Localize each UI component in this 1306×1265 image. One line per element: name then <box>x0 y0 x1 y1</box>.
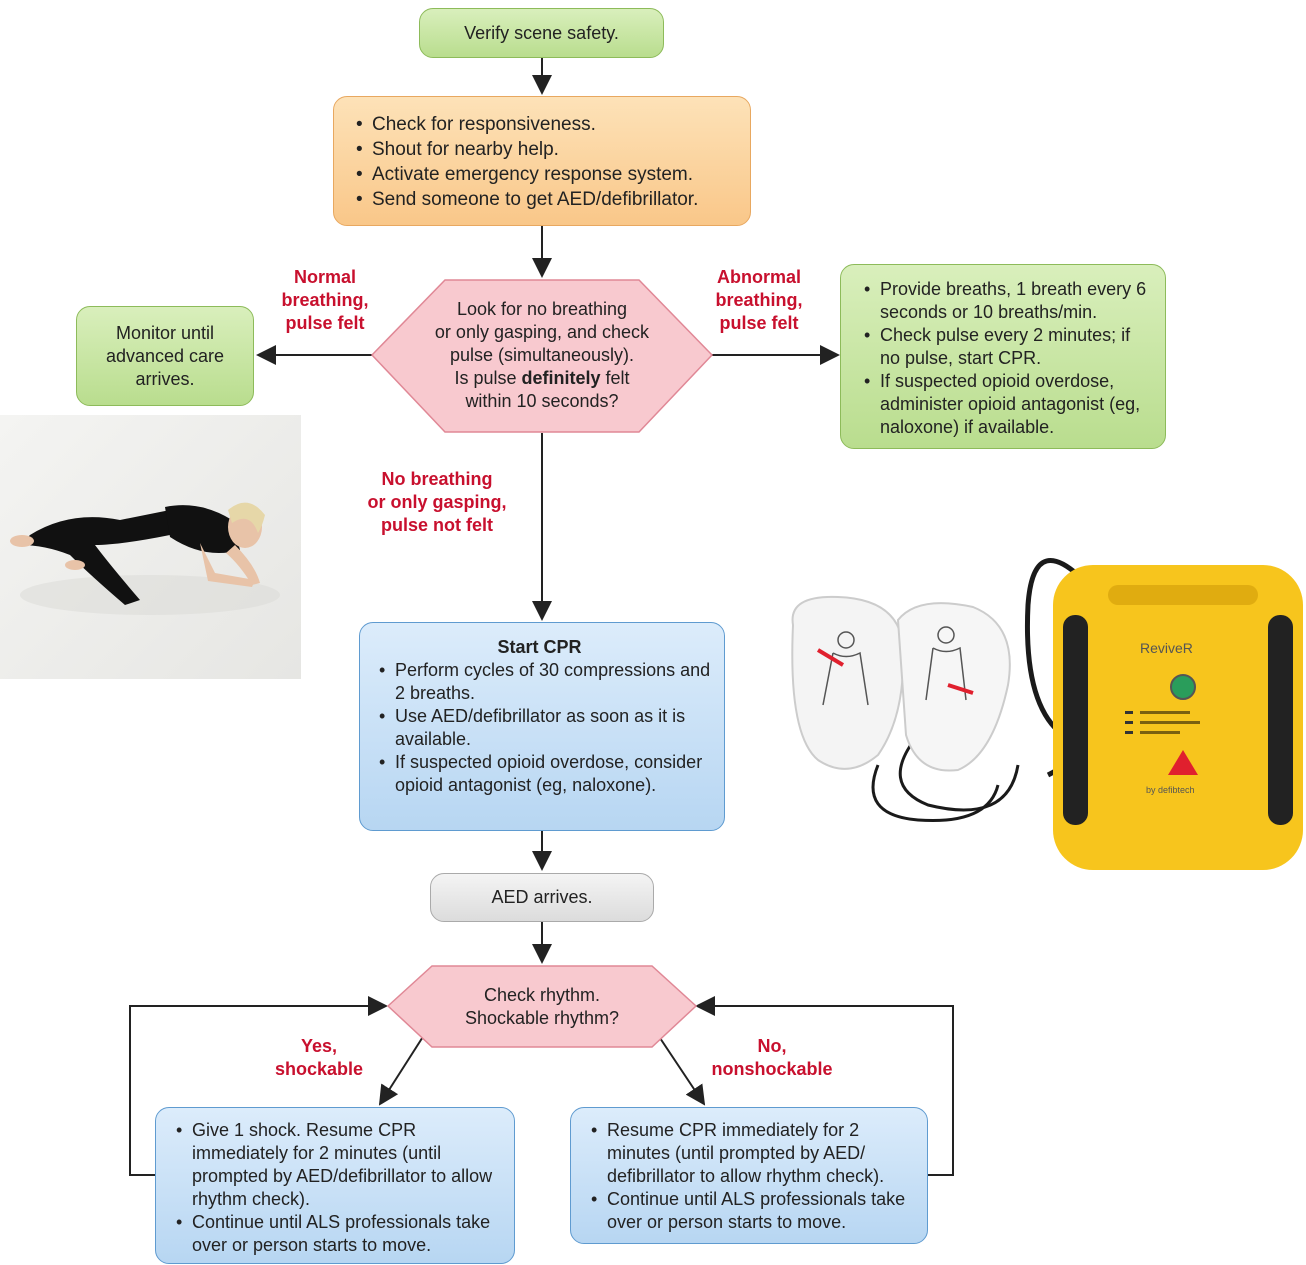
verify-scene-box: Verify scene safety. <box>419 8 664 58</box>
provide-breaths-box: Provide breaths, 1 breath every 6 second… <box>840 264 1166 449</box>
aed-arrives-text: AED arrives. <box>491 887 593 907</box>
list-item: Continue until ALS professionals take ov… <box>176 1211 506 1257</box>
list-item: Shout for nearby help. <box>356 137 740 162</box>
list-item: Send someone to get AED/defibrillator. <box>356 187 740 212</box>
list-item: Activate emergency response system. <box>356 162 740 187</box>
aed-brand-text: ReviveR <box>1140 640 1193 656</box>
list-item: If suspected opioid overdose, administer… <box>864 370 1155 439</box>
cpr-title: Start CPR <box>497 637 582 657</box>
question-line: Is pulse definitely felt <box>454 368 630 388</box>
noshock-list: Resume CPR immediately for 2 minutes (un… <box>587 1119 919 1234</box>
label-shockable: Yes,shockable <box>274 1036 364 1079</box>
question-line: within 10 seconds? <box>465 391 619 411</box>
shock-list: Give 1 shock. Resume CPR immediately for… <box>172 1119 506 1257</box>
list-item: Check for responsiveness. <box>356 112 740 137</box>
aed-arrives-box: AED arrives. <box>430 873 654 922</box>
monitor-text: Monitor until advanced care arrives. <box>105 322 225 389</box>
list-item: Provide breaths, 1 breath every 6 second… <box>864 278 1155 324</box>
check-list: Check for responsiveness. Shout for near… <box>352 112 740 212</box>
list-item: Continue until ALS professionals take ov… <box>591 1188 919 1234</box>
label-nonshockable: No,nonshockable <box>711 1036 833 1079</box>
decision-hexagon-rhythm <box>386 965 698 1048</box>
question-line: or only gasping, and check <box>434 322 650 342</box>
rhythm-check-question: Check rhythm. Shockable rhythm? <box>430 984 654 1030</box>
list-item: Perform cycles of 30 compressions and 2 … <box>379 659 714 705</box>
verify-scene-text: Verify scene safety. <box>464 22 619 43</box>
check-responsiveness-box: Check for responsiveness. Shout for near… <box>333 96 751 226</box>
resume-cpr-box: Resume CPR immediately for 2 minutes (un… <box>570 1107 928 1244</box>
aed-defibrillator-photo: ReviveR by defibtech <box>778 535 1306 875</box>
start-cpr-box: Start CPR Perform cycles of 30 compressi… <box>359 622 725 831</box>
list-item: Check pulse every 2 minutes; if no pulse… <box>864 324 1155 370</box>
monitor-box: Monitor until advanced care arrives. <box>76 306 254 406</box>
aed-maker-text: by defibtech <box>1146 785 1195 795</box>
question-line: Check rhythm. <box>483 985 601 1005</box>
list-item: If suspected opioid overdose, consider o… <box>379 751 714 797</box>
pulse-check-question: Look for no breathing or only gasping, a… <box>410 298 674 413</box>
provide-list: Provide breaths, 1 breath every 6 second… <box>860 278 1155 439</box>
list-item: Resume CPR immediately for 2 minutes (un… <box>591 1119 919 1188</box>
list-item: Use AED/defibrillator as soon as it is a… <box>379 705 714 751</box>
question-line: Look for no breathing <box>456 299 628 319</box>
cpr-list: Perform cycles of 30 compressions and 2 … <box>375 659 714 797</box>
question-line: pulse (simultaneously). <box>449 345 635 365</box>
recovery-position-photo <box>0 415 301 679</box>
question-line: Shockable rhythm? <box>464 1008 620 1028</box>
list-item: Give 1 shock. Resume CPR immediately for… <box>176 1119 506 1211</box>
decision-hexagon-pulse <box>370 279 714 433</box>
give-shock-box: Give 1 shock. Resume CPR immediately for… <box>155 1107 515 1264</box>
